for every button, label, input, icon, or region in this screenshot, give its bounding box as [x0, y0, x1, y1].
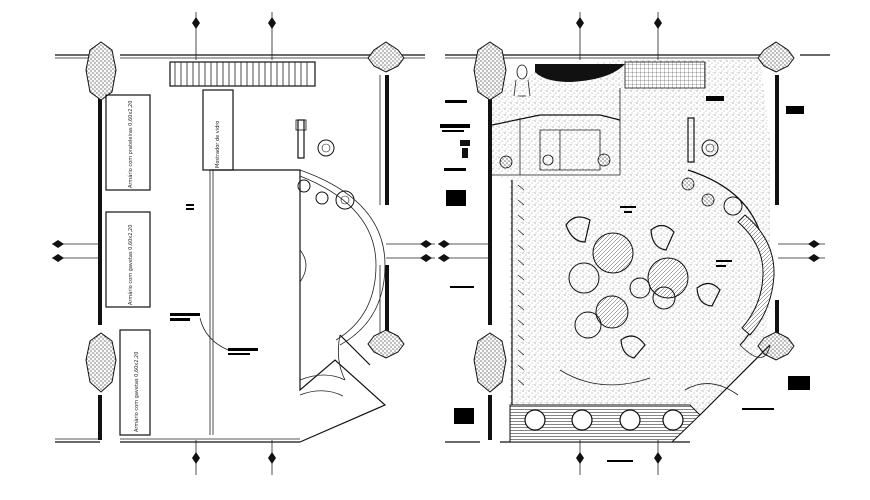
grid-markers-right	[438, 12, 825, 475]
grid-markers-left	[52, 12, 435, 475]
note-tag	[170, 313, 200, 316]
column	[473, 332, 507, 393]
grid-panel	[624, 61, 706, 89]
column	[85, 332, 117, 393]
staircase	[169, 61, 316, 87]
bulkhead	[535, 64, 625, 82]
display-label: Mostrador de vidro	[215, 121, 221, 168]
railing	[511, 180, 525, 410]
right-floor-plan	[438, 12, 830, 475]
left-wall	[488, 95, 492, 325]
counter-area	[209, 169, 387, 443]
right-wall	[385, 75, 389, 205]
curved-counter	[687, 169, 775, 346]
cabinet-drawers-1: Armário com gavetas 0,60x2,20	[105, 211, 151, 308]
cabinet-shelves: Armário com prateleiras 0,60x2,20	[105, 94, 151, 191]
cabinet-drawers-2: Armário com gavetas 0,60x2,20	[119, 329, 151, 436]
column	[757, 41, 795, 73]
cabinet-label: Armário com gavetas 0,60x2,20	[127, 225, 134, 305]
column	[367, 329, 405, 359]
person-figure	[513, 64, 531, 97]
desk-chair-right	[681, 117, 743, 216]
glass-display: Mostrador de vidro	[202, 89, 234, 171]
cabinet-label: Armário com gavetas 0,60x2,20	[133, 352, 140, 432]
left-wall	[98, 95, 102, 325]
entry-door	[337, 334, 371, 381]
column	[473, 41, 507, 101]
desk-chair	[295, 119, 355, 210]
cabinet-label: Armário com prateleiras 0,60x2,20	[127, 101, 134, 188]
bench-area	[509, 404, 701, 443]
floor-area	[490, 60, 770, 415]
column	[367, 41, 405, 73]
column	[85, 41, 117, 101]
armchairs	[565, 216, 721, 359]
tables	[568, 232, 689, 339]
left-floor-plan: Armário com prateleiras 0,60x2,20 Armári…	[52, 12, 435, 475]
